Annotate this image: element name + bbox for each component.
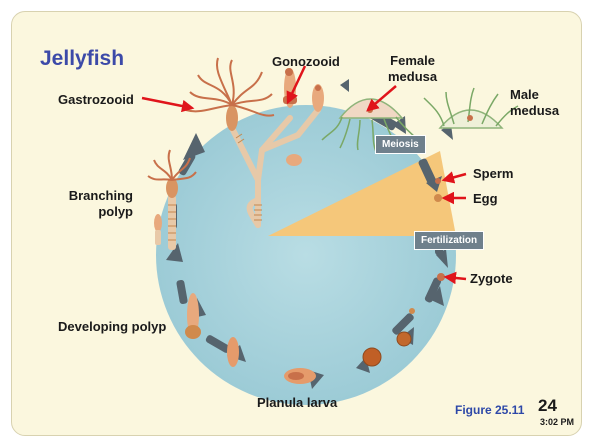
- cycle-arrow-top: [340, 79, 349, 92]
- male-medusa: [424, 88, 518, 128]
- morula: [363, 348, 381, 366]
- label-gonozooid: Gonozooid: [272, 54, 340, 70]
- label-developing-polyp: Developing polyp: [58, 319, 166, 335]
- figure-caption: Figure 25.11: [455, 403, 524, 417]
- sperm-dot: [435, 178, 441, 184]
- clock-time: 3:02 PM: [540, 417, 574, 427]
- label-egg: Egg: [473, 191, 498, 207]
- planula-larva-shape: [284, 368, 316, 384]
- label-female-medusa: Female medusa: [388, 53, 437, 85]
- blastula: [397, 332, 411, 346]
- meiosis-tag: Meiosis: [375, 135, 426, 154]
- label-male-medusa: Male medusa: [510, 87, 559, 119]
- slide-title: Jellyfish: [40, 47, 124, 71]
- pointer-sperm: [444, 174, 466, 180]
- label-branching-polyp: Branching polyp: [53, 188, 133, 220]
- pointer-gastrozooid: [142, 98, 192, 108]
- label-zygote: Zygote: [470, 271, 513, 287]
- label-gastrozooid: Gastrozooid: [58, 92, 134, 108]
- egg-dot: [434, 194, 442, 202]
- label-planula-larva: Planula larva: [257, 395, 337, 411]
- slide-number: 24: [538, 396, 557, 416]
- fertilization-tag: Fertilization: [414, 231, 484, 250]
- zygote-dot: [437, 273, 445, 281]
- early-embryo: [409, 308, 415, 314]
- label-sperm: Sperm: [473, 166, 513, 182]
